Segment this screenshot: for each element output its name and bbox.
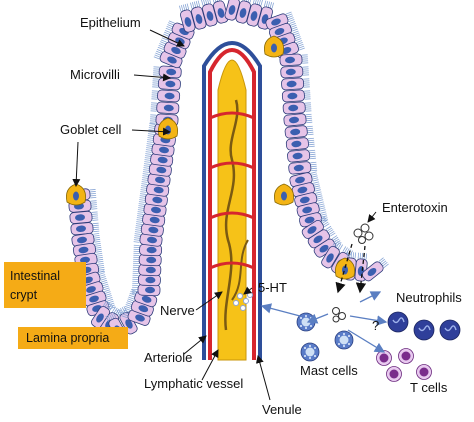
epithelial-cell <box>72 242 102 257</box>
interaction-arrows <box>260 291 388 353</box>
epithelial-cell <box>133 233 163 247</box>
epithelial-cell <box>307 225 336 249</box>
goblet-cell <box>264 35 284 58</box>
t-cell <box>376 350 392 366</box>
villus-epithelium <box>66 0 389 341</box>
epithelial-cell <box>137 203 167 217</box>
label-microvilli: Microvilli <box>70 67 120 82</box>
neutrophil <box>439 319 461 341</box>
label-enterotoxin: Enterotoxin <box>382 200 448 215</box>
epithelial-cell <box>145 143 175 157</box>
goblet-cell <box>335 257 355 280</box>
epithelial-cell <box>284 125 314 139</box>
label-lymphatic-vessel: Lymphatic vessel <box>144 376 243 391</box>
epithelial-cell <box>144 153 174 167</box>
label-goblet-cell: Goblet cell <box>60 122 122 137</box>
epithelial-cell <box>287 149 316 163</box>
epithelial-cell <box>201 0 218 27</box>
epithelial-cell <box>152 77 181 91</box>
t-cell <box>398 348 414 364</box>
label-mast-cells: Mast cells <box>300 363 358 378</box>
label-venule: Venule <box>262 402 302 417</box>
epithelial-cell <box>142 163 172 177</box>
epithelial-cell <box>268 21 298 40</box>
label-t-cells: T cells <box>410 380 448 395</box>
epithelial-cell <box>361 257 389 282</box>
epithelial-cell <box>153 48 183 69</box>
label-nerve: Nerve <box>160 303 195 318</box>
epithelial-cell <box>281 89 311 103</box>
label-intestinal-crypt-line1: Intestinal <box>10 269 60 283</box>
epithelial-cell <box>288 161 318 175</box>
label-intestinal-crypt-line2: crypt <box>10 288 38 302</box>
epithelial-cell <box>179 3 196 33</box>
epithelial-cell <box>140 183 170 197</box>
mast-cell <box>300 342 320 362</box>
label-arteriole: Arteriole <box>144 350 192 365</box>
neutrophil <box>413 319 435 341</box>
epithelial-cell <box>282 101 312 115</box>
epithelial-cell <box>152 65 182 79</box>
epithelial-cell <box>124 298 154 317</box>
epithelial-cell <box>246 0 263 27</box>
epithelial-cell <box>283 113 313 127</box>
neutrophil <box>387 311 409 333</box>
label-5-ht: 5-HT <box>258 280 287 295</box>
venule-shape <box>202 41 262 360</box>
toxin-dashed-arrows <box>335 243 367 294</box>
epithelial-cell <box>301 216 330 239</box>
epithelial-cell <box>151 89 181 103</box>
enterotoxin-icon <box>353 223 374 244</box>
epithelial-cell <box>141 173 171 187</box>
label-lamina-propria: Lamina propria <box>26 331 109 345</box>
immune-cells <box>296 311 461 382</box>
epithelial-cell <box>134 223 164 237</box>
epithelial-cell <box>138 193 168 207</box>
epithelial-cell <box>212 0 229 24</box>
intestinal-crypt-box <box>4 262 86 308</box>
epithelial-cell <box>281 77 310 91</box>
epithelial-cell <box>69 210 99 224</box>
epithelial-cell <box>235 0 252 24</box>
lymphatic-vessel-shape <box>217 59 247 361</box>
nerve-branch <box>231 239 249 301</box>
villus-core <box>202 41 262 361</box>
epithelial-cell <box>289 171 319 188</box>
epithelial-cell <box>279 53 309 67</box>
goblet-cell <box>274 183 294 206</box>
mast-cell <box>334 330 354 350</box>
nerve-fibers <box>224 99 239 331</box>
label-neutrophils: Neutrophils <box>396 290 462 305</box>
enterotoxin-small-icon <box>332 307 346 323</box>
epithelial-cell <box>133 243 163 257</box>
t-cell <box>386 366 402 382</box>
label-question: ? <box>372 318 379 333</box>
label-epithelium: Epithelium <box>80 15 141 30</box>
lamina-propria-box <box>18 327 128 349</box>
epithelial-cell <box>150 101 180 115</box>
epithelial-cell <box>280 65 310 79</box>
epithelial-cell <box>321 240 344 269</box>
arteriole-shape <box>208 48 256 360</box>
epithelial-cell <box>70 222 100 236</box>
t-cell <box>416 364 432 380</box>
leader-lines <box>72 29 377 401</box>
goblet-cell <box>66 183 86 206</box>
capillary-loops <box>209 111 255 270</box>
epithelial-cell <box>190 0 207 30</box>
epithelial-cell <box>285 137 315 151</box>
epithelial-cell <box>224 0 240 21</box>
